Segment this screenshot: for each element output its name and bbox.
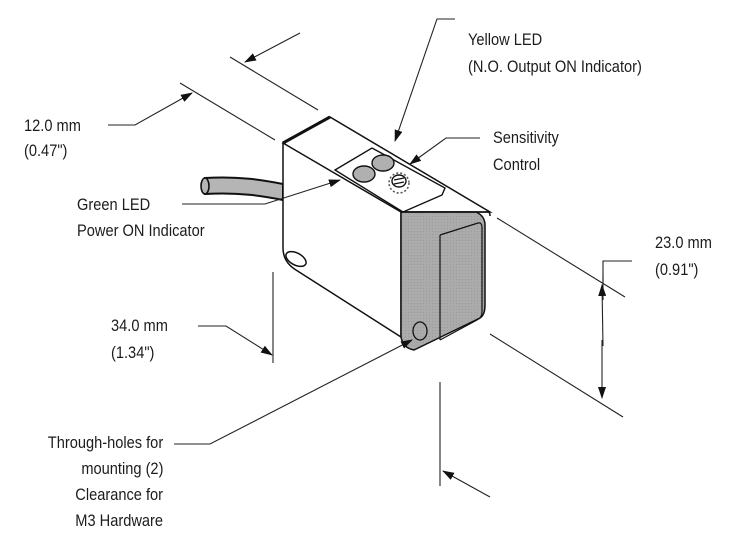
sensor-housing	[281, 115, 493, 351]
width-dimension-imperial: (0.47")	[24, 141, 68, 160]
green-led-sublabel: Power ON Indicator	[77, 221, 205, 240]
through-holes-sublabel: mounting (2)	[80, 459, 163, 478]
yellow-led-sublabel: (N.O. Output ON Indicator)	[468, 57, 642, 76]
sensitivity-label: Sensitivity	[493, 128, 559, 147]
sensitivity-dial-icon	[388, 172, 410, 194]
dimension-lines	[108, 18, 632, 498]
front-mounting-hole-icon	[412, 321, 428, 341]
length-dimension-imperial: (1.34")	[111, 343, 155, 362]
through-holes-label: Through-holes for	[47, 433, 163, 452]
green-led-icon	[352, 165, 376, 183]
width-dimension-metric: 12.0 mm	[24, 116, 81, 135]
hardware-label: M3 Hardware	[75, 511, 163, 530]
green-led-label: Green LED	[77, 195, 151, 214]
height-dimension-metric: 23.0 mm	[655, 233, 712, 252]
yellow-led-icon	[371, 154, 395, 172]
mounting-hole-icon	[285, 250, 307, 268]
clearance-label: Clearance for	[75, 485, 163, 504]
length-dimension-metric: 34.0 mm	[111, 316, 168, 335]
yellow-led-label: Yellow LED	[468, 30, 543, 49]
height-dimension-imperial: (0.91")	[655, 260, 699, 279]
cable	[200, 176, 284, 202]
sensitivity-sublabel: Control	[493, 155, 541, 174]
